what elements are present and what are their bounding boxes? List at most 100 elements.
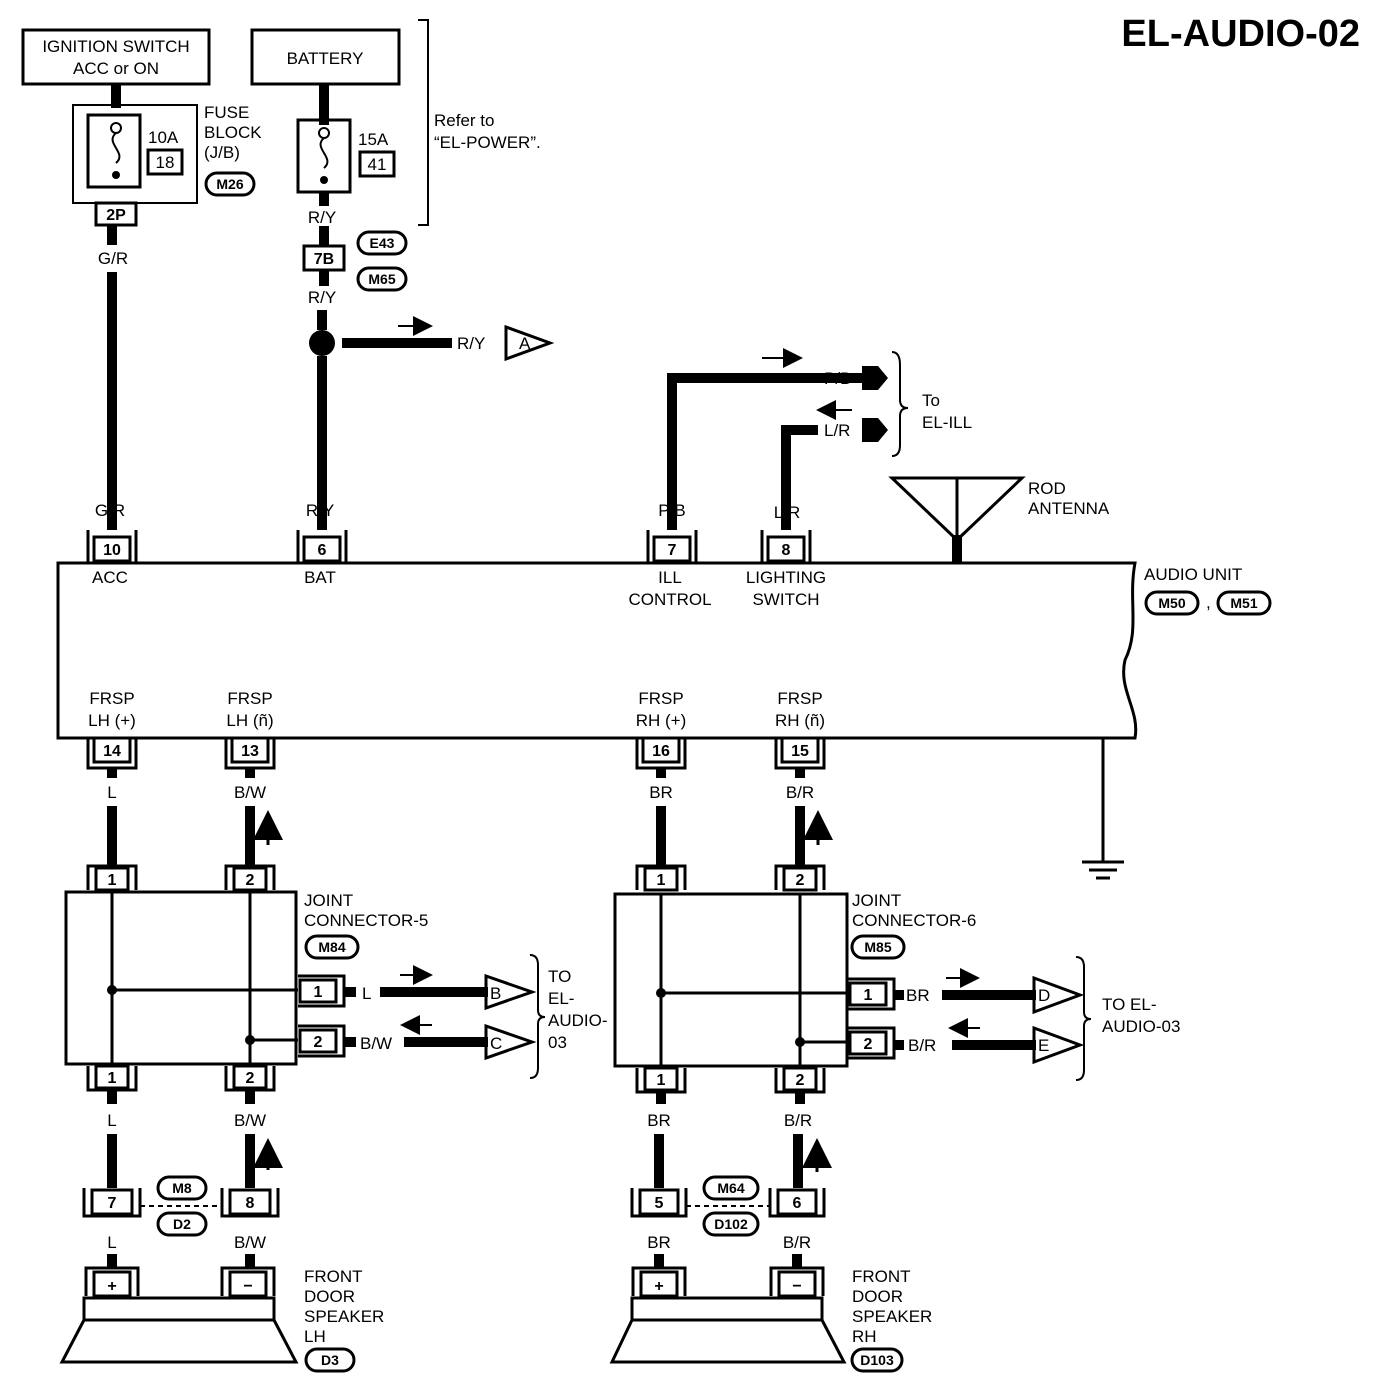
battery-label: BATTERY (287, 49, 364, 68)
jc6-bottom-pin-1: 1 (657, 1072, 666, 1089)
jc5-top-pin-1: 1 (108, 872, 117, 889)
fuse-bat-number: 41 (368, 155, 387, 174)
wire-label-ry-4: R/Y (306, 501, 334, 520)
bottom-pin-14-label-1: FRSP (89, 689, 134, 708)
speaker-rh-minus: − (792, 1278, 801, 1295)
wire-label-lr-1: L/R (824, 421, 850, 440)
wire-label-ry-3: R/Y (457, 334, 485, 353)
speaker-lh-connector: D3 (321, 1352, 339, 1368)
wire-label-brr-2: B/R (908, 1036, 936, 1055)
jc5-bottom-pin-2: 2 (246, 1070, 255, 1087)
bottom-pin-15-label-2: RH (ñ) (775, 711, 825, 730)
speaker-lh-label-1: FRONT (304, 1267, 363, 1286)
bottom-pin-13-label-1: FRSP (227, 689, 272, 708)
top-pin-8-label-2: SWITCH (752, 590, 819, 609)
top-pin-7-label-1: ILL (658, 568, 682, 587)
speaker-rh-label-2: DOOR (852, 1287, 903, 1306)
top-pin-10-num: 10 (103, 542, 121, 559)
fuse-acc-pin: 2P (106, 207, 126, 224)
wire-label-br-2: BR (906, 986, 930, 1005)
wire-label-l-2: L (362, 984, 371, 1003)
fuse-acc-amps: 10A (148, 128, 179, 147)
wire-label-l-3: L (107, 1111, 116, 1130)
inline-left-conn-m8: M8 (172, 1180, 192, 1196)
top-pin-6-label: BAT (304, 568, 336, 587)
bottom-pin-14: 14 (86, 736, 138, 770)
wire-label-brr-1: B/R (786, 783, 814, 802)
connector-m65: M65 (368, 271, 395, 287)
inline-left-pin-7: 7 (108, 1195, 117, 1212)
wire-label-gr-2: G/R (95, 501, 125, 520)
inline-right-conn-d102: D102 (714, 1216, 748, 1232)
wire-label-brr-4: B/R (783, 1233, 811, 1252)
to-audio03-left-1: TO (548, 967, 571, 986)
audio-unit-conn-m51: M51 (1230, 595, 1257, 611)
bottom-pin-15-label-1: FRSP (777, 689, 822, 708)
jc6-side-pin-1: 1 (864, 987, 873, 1004)
ignition-label-2: ACC or ON (73, 59, 159, 78)
refer-label-2: “EL-POWER”. (434, 133, 541, 152)
connector-arrow-d: D (1038, 986, 1050, 1005)
ignition-label-1: IGNITION SWITCH (42, 37, 189, 56)
top-pin-6: 6 BAT (296, 530, 348, 587)
inline-connector-left: 7 8 M8 D2 (82, 1175, 280, 1237)
bottom-pin-16-label-2: RH (+) (636, 711, 687, 730)
audio-unit-label: AUDIO UNIT (1144, 565, 1242, 584)
speaker-rh-connector: D103 (860, 1352, 894, 1368)
jc5-connector: M84 (318, 939, 345, 955)
top-pin-10-label: ACC (92, 568, 128, 587)
ill-wires: P/B L/R To EL-ILL (667, 348, 972, 530)
fuse-block: 10A 18 2P FUSE BLOCK (J/B) M26 (72, 84, 262, 227)
wire-label-l-4: L (107, 1233, 116, 1252)
fuse-block-label-1: FUSE (204, 103, 249, 122)
ignition-switch: IGNITION SWITCH ACC or ON (21, 28, 211, 86)
bottom-pin-13-num: 13 (241, 743, 259, 760)
inline-right-pin-5: 5 (655, 1195, 664, 1212)
audio-unit-conn-m50: M50 (1158, 595, 1185, 611)
connector-arrow-c: C (490, 1034, 502, 1053)
inline-right-conn-m64: M64 (717, 1180, 744, 1196)
jc6-top-pin-1: 1 (657, 872, 666, 889)
speaker-rh: + − FRONT DOOR SPEAKER RH D103 (609, 1266, 932, 1373)
jc5-bottom-pin-1: 1 (108, 1070, 117, 1087)
wire-label-ry-1: R/Y (308, 208, 336, 227)
splice-ry: R/Y A (309, 310, 555, 530)
fuse-block-label-2: BLOCK (204, 123, 262, 142)
top-pin-7-label-2: CONTROL (628, 590, 711, 609)
to-audio03-right-2: AUDIO-03 (1102, 1017, 1180, 1036)
jc5-label-2: CONNECTOR-5 (304, 911, 428, 930)
bottom-pin-15: 15 (774, 736, 826, 770)
audio-unit-sep: , (1206, 593, 1211, 612)
to-audio03-left-2: EL- (548, 989, 574, 1008)
jc5-top-pin-2: 2 (246, 872, 255, 889)
joint-connector-6: 1 2 1 2 1 2 JOINT CONNECTOR-6 M85 (613, 864, 976, 1094)
rod-antenna: ROD ANTENNA (888, 476, 1110, 563)
speaker-rh-plus: + (654, 1278, 663, 1295)
inline-left-pin-8: 8 (246, 1195, 255, 1212)
connector-7b-pin: 7B (314, 251, 334, 268)
wire-label-pb-2: P/B (658, 501, 685, 520)
antenna-label-2: ANTENNA (1028, 499, 1110, 518)
ground-symbol (1082, 738, 1124, 880)
jc5-side-pin-1: 1 (314, 984, 323, 1001)
fuse-block-label-3: (J/B) (204, 143, 240, 162)
wire-label-bw-4: B/W (234, 1233, 266, 1252)
wire-label-bw-2: B/W (360, 1034, 392, 1053)
speaker-lh-label-3: SPEAKER (304, 1307, 384, 1326)
battery: BATTERY (250, 28, 401, 86)
wire-label-l-1: L (107, 783, 116, 802)
fuse-acc-number: 18 (156, 153, 175, 172)
inline-connector-right: 5 6 M64 D102 (630, 1175, 826, 1237)
speaker-rh-label-3: SPEAKER (852, 1307, 932, 1326)
jc6-branches: BR D B/R E TO EL- AUDIO-03 (894, 956, 1180, 1081)
bottom-pin-13: 13 (224, 736, 276, 770)
speaker-lh-minus: − (243, 1278, 252, 1295)
connector-7b: 7B E43 M65 (302, 226, 408, 292)
top-pin-6-num: 6 (318, 542, 327, 559)
joint-connector-5: 1 2 1 2 1 2 JOINT CONNECTOR-5 M84 (64, 864, 428, 1092)
bottom-pin-16-label-1: FRSP (638, 689, 683, 708)
top-pin-7-num: 7 (668, 542, 677, 559)
to-el-ill-1: To (922, 391, 940, 410)
jc6-side-pin-2: 2 (864, 1036, 873, 1053)
